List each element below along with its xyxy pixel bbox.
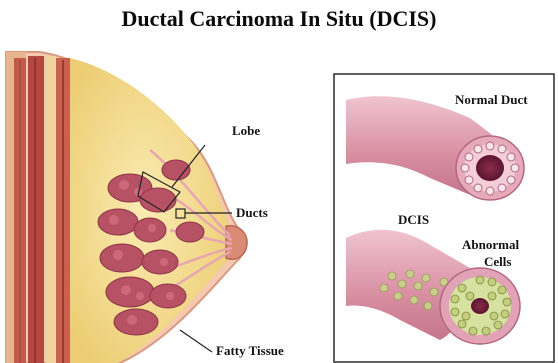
label-normal-duct: Normal Duct — [455, 92, 528, 108]
label-ducts: Ducts — [236, 205, 268, 221]
chest-wall — [6, 52, 70, 363]
label-fatty-tissue: Fatty Tissue — [216, 343, 284, 359]
label-abnormal-cells-line1: Abnormal — [462, 237, 519, 253]
fatty-tissue-leader — [180, 330, 212, 352]
label-lobe: Lobe — [232, 123, 260, 139]
label-abnormal-cells-line2: Cells — [484, 254, 511, 270]
breast-cross-section — [6, 52, 247, 363]
label-dcis: DCIS — [398, 212, 429, 228]
